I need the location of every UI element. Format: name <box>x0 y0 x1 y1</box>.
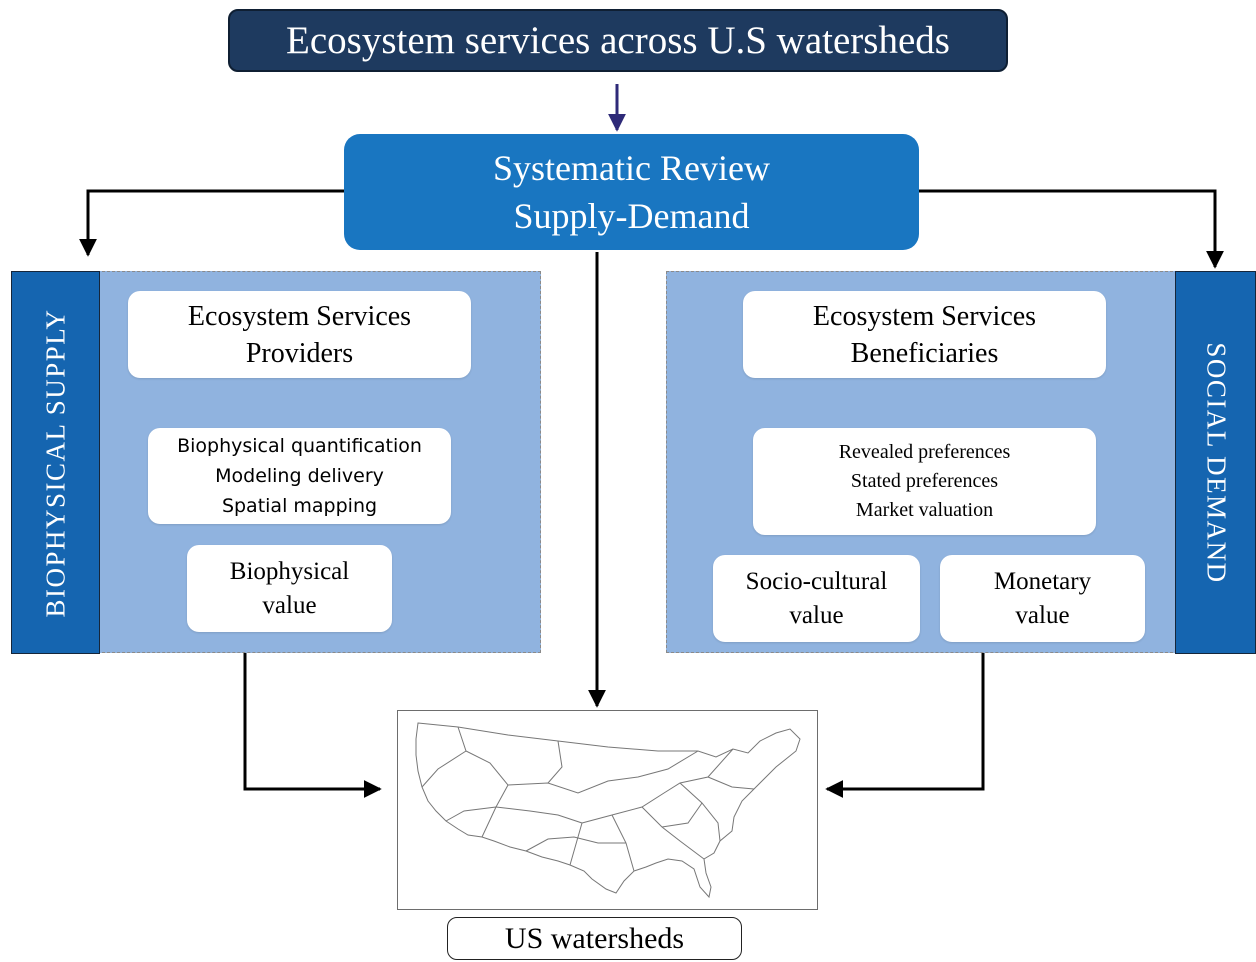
socio-value-line-2: value <box>789 601 844 629</box>
monetary-value-line-2: value <box>1015 601 1070 629</box>
boundary-13 <box>661 802 703 828</box>
biophysical-value-box: Biophysical value <box>187 545 392 632</box>
method-market-valuation: Market valuation <box>855 499 994 521</box>
method-stated-preferences: Stated preferences <box>850 470 999 492</box>
review-line-1: Systematic Review <box>493 148 770 188</box>
diagram-title-text: Ecosystem services across U.S watersheds <box>286 19 950 62</box>
beneficiaries-line-1: Ecosystem Services <box>812 300 1037 332</box>
biophysical-methods-box: Biophysical quantification Modeling deli… <box>148 428 451 524</box>
map-caption-text: US watersheds <box>504 921 685 955</box>
biophysical-value-line-1: Biophysical <box>229 557 350 585</box>
us-watershed-map <box>397 710 818 910</box>
biophysical-supply-label: BIOPHYSICAL SUPPLY <box>40 307 70 618</box>
boundary-9 <box>707 776 755 790</box>
monetary-value-box: Monetary value <box>940 555 1145 642</box>
boundary-2 <box>421 750 467 788</box>
us-outline <box>415 722 801 899</box>
us-map-icon <box>415 722 801 899</box>
es-providers-box: Ecosystem Services Providers <box>128 291 471 378</box>
boundary-4 <box>495 806 583 866</box>
boundary-12 <box>445 806 497 822</box>
method-biophysical-quantification: Biophysical quantification <box>177 435 422 457</box>
arrow-review-to-demand <box>919 189 1224 269</box>
boundary-7 <box>641 806 705 860</box>
socio-value-line-1: Socio-cultural <box>745 567 888 595</box>
boundary-11 <box>547 740 563 784</box>
social-demand-label-bar: SOCIAL DEMAND <box>1175 271 1256 654</box>
providers-line-1: Ecosystem Services <box>187 300 412 332</box>
valuation-methods-box: Revealed preferences Stated preferences … <box>753 428 1096 535</box>
map-caption: US watersheds <box>447 917 742 960</box>
es-beneficiaries-box: Ecosystem Services Beneficiaries <box>743 291 1106 378</box>
biophysical-value-line-2: value <box>262 591 317 619</box>
boundary-5 <box>581 748 734 824</box>
method-spatial-mapping: Spatial mapping <box>221 495 378 517</box>
arrow-supply-to-map <box>243 653 382 798</box>
diagram-title: Ecosystem services across U.S watersheds <box>228 9 1008 72</box>
method-revealed-preferences: Revealed preferences <box>838 441 1011 463</box>
social-demand-label: SOCIAL DEMAND <box>1201 341 1231 584</box>
socio-cultural-value-box: Socio-cultural value <box>713 555 920 642</box>
boundary-8 <box>679 782 721 842</box>
monetary-value-line-1: Monetary <box>993 567 1092 595</box>
providers-line-2: Providers <box>245 337 354 369</box>
review-line-2: Supply-Demand <box>513 196 750 236</box>
beneficiaries-line-2: Beneficiaries <box>850 337 999 369</box>
arrow-demand-to-map <box>825 652 985 798</box>
arrow-review-to-supply <box>79 189 344 257</box>
boundary-1 <box>457 726 509 838</box>
boundary-10 <box>525 836 626 852</box>
systematic-review-box: Systematic Review Supply-Demand <box>344 134 919 250</box>
boundary-3 <box>507 750 699 794</box>
method-modeling-delivery: Modeling delivery <box>215 465 384 487</box>
biophysical-supply-label-bar: BIOPHYSICAL SUPPLY <box>11 271 100 654</box>
